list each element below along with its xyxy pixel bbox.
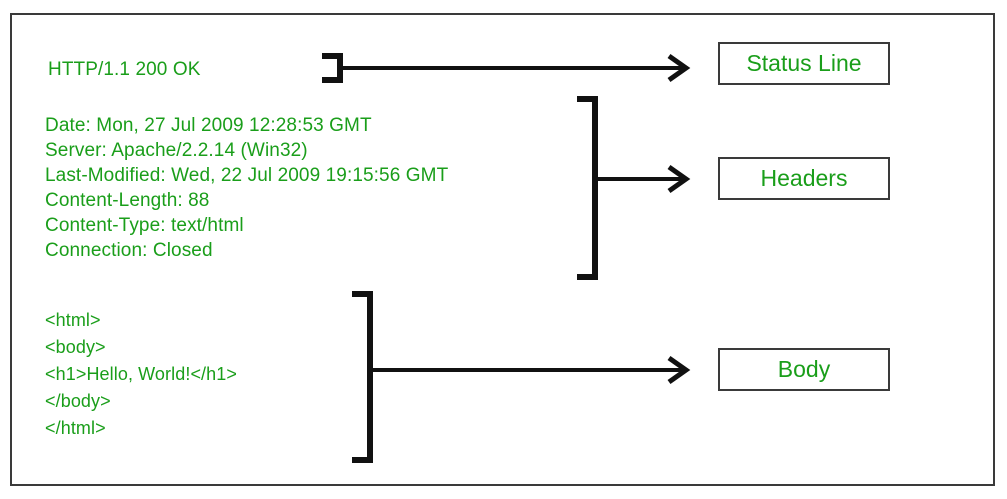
label-box-body: Body <box>718 348 890 391</box>
status-line-text: HTTP/1.1 200 OK <box>48 59 201 80</box>
diagram-frame <box>10 13 995 486</box>
label-box-status-line: Status Line <box>718 42 890 85</box>
label-status-line: Status Line <box>746 50 862 76</box>
label-body: Body <box>777 356 831 382</box>
label-box-headers: Headers <box>718 157 890 200</box>
headers-text: Date: Mon, 27 Jul 2009 12:28:53 GMT Serv… <box>45 115 449 261</box>
body-text: <html> <body> <h1>Hello, World!</h1> </b… <box>45 310 237 438</box>
label-headers: Headers <box>760 165 848 191</box>
